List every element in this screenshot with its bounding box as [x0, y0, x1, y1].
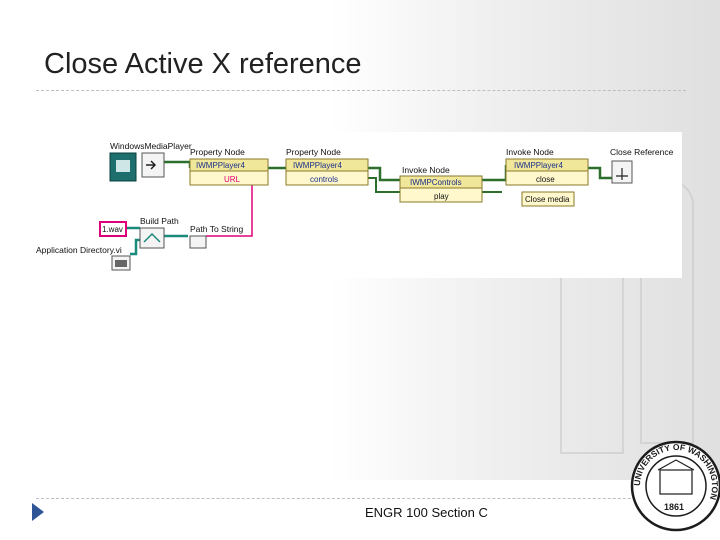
close-reference-label: Close Reference [610, 147, 674, 157]
property-node-2-class: IWMPPlayer4 [293, 161, 342, 170]
invoke-node-2-header [505, 158, 589, 172]
university-seal: UNIVERSITY OF WASHINGTON 1861 [630, 440, 720, 532]
slide-title: Close Active X reference [44, 48, 362, 80]
close-media-box [521, 191, 575, 207]
seal-roof [657, 459, 695, 471]
property-node-2-header [285, 158, 369, 172]
path-wire [130, 238, 140, 256]
property-node-1-class: IWMPPlayer4 [196, 161, 245, 170]
invoke-node-2-method: close [536, 175, 555, 184]
invoke-node-1-label: Invoke Node [402, 165, 450, 175]
property-node-2-controls: controls [310, 175, 338, 184]
property-node-2-label: Property Node [286, 147, 341, 157]
seal-year: 1861 [664, 502, 684, 512]
path-to-string-icon [189, 235, 207, 249]
seal-building [659, 469, 693, 495]
property-node-1-label: Property Node [190, 147, 245, 157]
path-icon [143, 232, 161, 243]
folder-icon [115, 260, 127, 267]
path-to-string-label: Path To String [190, 224, 244, 234]
arrow-icon [146, 160, 157, 170]
footer-arrow-icon [32, 503, 44, 521]
footer-text: ENGR 100 Section C [365, 505, 488, 520]
refnum-wire [588, 166, 612, 180]
app-directory-label: Application Directory.vi [36, 245, 122, 255]
invoke-node-1-method: play [434, 192, 449, 201]
wmp-control-screen [116, 160, 130, 172]
build-path-label: Build Path [140, 216, 179, 226]
close-media-label: Close media [525, 195, 570, 204]
invoke-node-1-header [399, 175, 483, 189]
property-node-1-header [189, 158, 269, 172]
title-rule [36, 90, 686, 91]
seal-outer-ring [630, 440, 720, 532]
wmp-control-label: WindowsMediaPlayer [110, 141, 192, 151]
invoke-node-2-label: Invoke Node [506, 147, 554, 157]
refnum-wire [368, 166, 400, 182]
property-node-1-url: URL [224, 175, 241, 184]
string-wire [206, 180, 253, 237]
seal-inner-ring [645, 455, 707, 517]
close-icon [616, 168, 628, 180]
block-diagram: WindowsMediaPlayer Property Node IWMPPla… [30, 132, 682, 278]
invoke-node-2-class: IWMPPlayer4 [514, 161, 563, 170]
wav-constant [99, 221, 127, 237]
refnum-wire [368, 177, 400, 193]
build-path-icon [139, 227, 165, 249]
wav-constant-label: 1.wav [102, 225, 123, 234]
invoke-node-1-class: IWMPControls [410, 178, 462, 187]
footer-rule [36, 498, 686, 499]
